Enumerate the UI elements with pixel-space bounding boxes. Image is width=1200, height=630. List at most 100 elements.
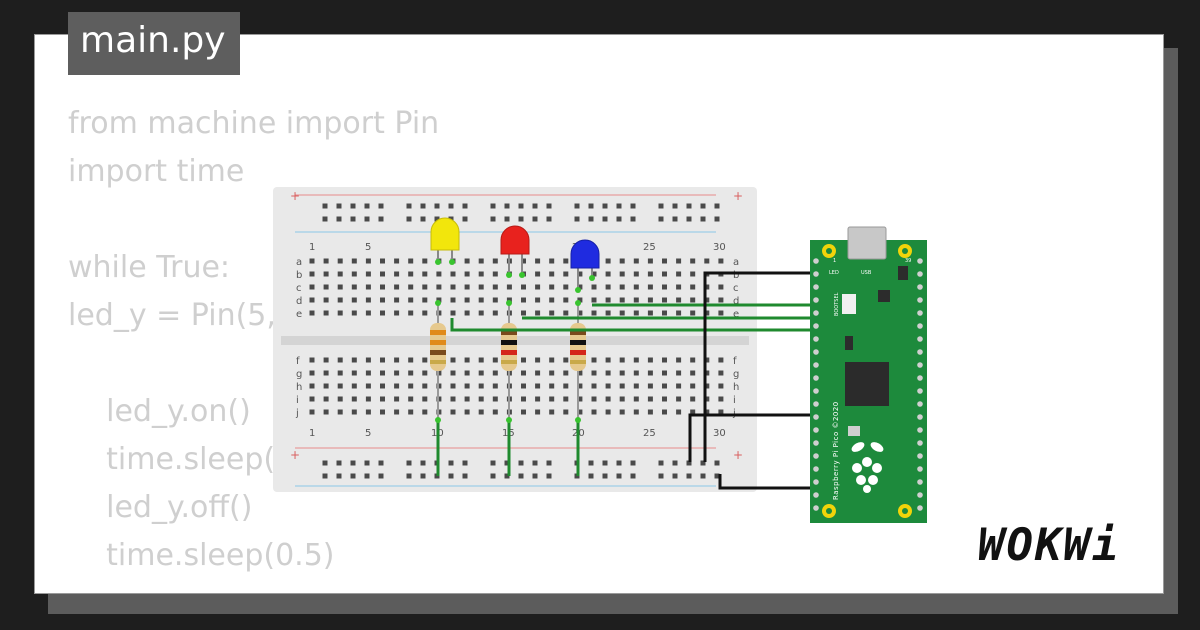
breadboard-hole [616, 216, 622, 222]
breadboard-hole [718, 357, 724, 363]
breadboard-hole [492, 357, 498, 363]
breadboard-hole [408, 271, 414, 277]
row-label: f [733, 356, 737, 367]
breadboard-hole [647, 297, 653, 303]
breadboard-hole [492, 409, 498, 415]
pico-pin [917, 375, 923, 381]
row-label: b [733, 270, 739, 281]
breadboard-hole [492, 284, 498, 290]
breadboard-hole [323, 357, 329, 363]
breadboard-hole [704, 396, 710, 402]
breadboard-hole [492, 297, 498, 303]
breadboard-hole [351, 271, 357, 277]
breadboard-hole [605, 370, 611, 376]
breadboard-hole [490, 216, 496, 222]
breadboard-hole [633, 370, 639, 376]
breadboard-hole [535, 396, 541, 402]
breadboard-hole [619, 370, 625, 376]
breadboard-hole [686, 460, 692, 466]
code-line: import time [68, 154, 245, 189]
breadboard-hole [718, 370, 724, 376]
row-label: b [296, 270, 302, 281]
breadboard-hole [630, 216, 636, 222]
breadboard-hole [380, 409, 385, 415]
breadboard-hole [521, 284, 526, 290]
breadboard-hole [450, 310, 456, 316]
breadboard-hole [676, 284, 682, 290]
pico-pin [813, 401, 819, 407]
breadboard-hole [704, 409, 710, 415]
breadboard-hole [394, 310, 400, 316]
row-label: c [296, 283, 302, 294]
breadboard-hole [478, 396, 484, 402]
breadboard-hole [490, 460, 496, 466]
breadboard-hole [464, 396, 470, 402]
pico-pin [813, 414, 819, 420]
breadboard-hole [633, 258, 639, 264]
breadboard-hole [422, 297, 428, 303]
breadboard-hole [323, 396, 329, 402]
breadboard-hole [380, 271, 385, 277]
pico-pin [917, 310, 923, 316]
breadboard-hole [378, 460, 384, 466]
breadboard-hole [478, 258, 484, 264]
breadboard-hole [602, 216, 608, 222]
file-tab[interactable]: main.py [68, 12, 240, 75]
breadboard-hole [422, 357, 428, 363]
pico-pin [917, 349, 923, 355]
breadboard-hole [577, 409, 583, 415]
breadboard-hole [588, 460, 594, 466]
breadboard-hole [577, 370, 583, 376]
breadboard-hole [350, 460, 356, 466]
breadboard-hole [478, 310, 484, 316]
breadboard-hole [535, 271, 541, 277]
breadboard-hole [464, 271, 470, 277]
breadboard-hole [323, 370, 329, 376]
column-label: 1 [309, 428, 315, 439]
breadboard-hole [422, 383, 428, 389]
pico-pin [917, 414, 923, 420]
breadboard-hole [422, 409, 428, 415]
breadboard-hole [591, 284, 597, 290]
breadboard-hole [518, 460, 524, 466]
breadboard-hole [337, 258, 343, 264]
breadboard-hole [616, 203, 622, 209]
breadboard-hole [365, 357, 371, 363]
breadboard-hole [676, 409, 682, 415]
led-yellow [430, 217, 460, 265]
breadboard-hole [588, 473, 594, 479]
breadboard-hole [504, 473, 510, 479]
breadboard-hole [309, 370, 315, 376]
pico-pin [813, 479, 819, 485]
breadboard-hole [563, 396, 569, 402]
breadboard-hole [676, 396, 682, 402]
breadboard-hole [322, 216, 328, 222]
breadboard-hole [591, 310, 597, 316]
pico-pin [813, 362, 819, 368]
breadboard-hole [577, 284, 583, 290]
breadboard-hole [672, 460, 678, 466]
breadboard-hole [662, 357, 667, 363]
breadboard-hole [492, 310, 498, 316]
pico-pin [917, 401, 923, 407]
breadboard-hole [408, 258, 414, 264]
pico-pin [813, 453, 819, 459]
breadboard-hole [464, 383, 470, 389]
breadboard-hole [535, 297, 541, 303]
breadboard-hole [478, 409, 484, 415]
breadboard-hole [605, 297, 611, 303]
pico-pin [917, 466, 923, 472]
breadboard-hole [337, 297, 343, 303]
breadboard-hole [448, 460, 454, 466]
breadboard-hole [436, 297, 442, 303]
breadboard-hole [521, 396, 526, 402]
breadboard-hole [690, 409, 696, 415]
breadboard-hole [478, 370, 484, 376]
breadboard-hole [490, 203, 496, 209]
breadboard-hole [323, 297, 329, 303]
breadboard-hole [591, 409, 597, 415]
pico-pin [917, 271, 923, 277]
breadboard-hole [577, 396, 583, 402]
breadboard-hole [605, 383, 611, 389]
breadboard-hole [633, 284, 639, 290]
